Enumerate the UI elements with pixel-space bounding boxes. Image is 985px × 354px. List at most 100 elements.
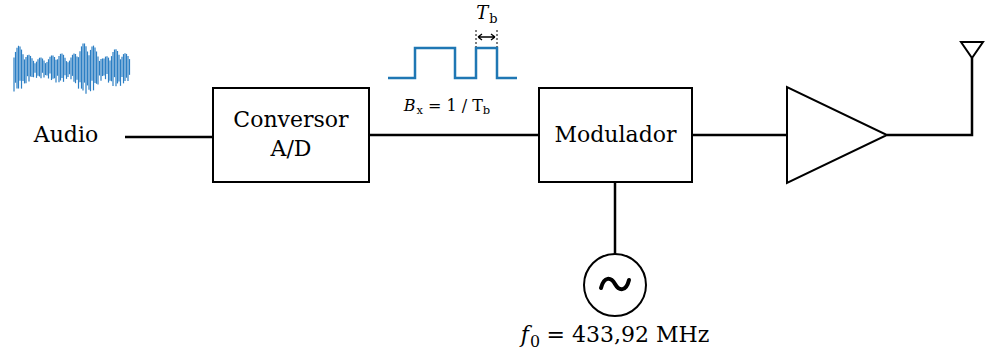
waveform-stroke — [78, 57, 79, 89]
bit-period-label: Tb — [476, 4, 497, 26]
waveform-stroke — [30, 56, 31, 77]
waveform-stroke — [43, 61, 44, 78]
waveform-stroke — [21, 50, 22, 89]
waveform-stroke — [69, 61, 70, 75]
subscript: b — [483, 103, 490, 117]
waveform-stroke — [102, 58, 103, 76]
waveform-stroke — [25, 57, 26, 83]
audio-wire — [125, 136, 212, 139]
tb-tick — [476, 30, 477, 47]
label-text: T — [476, 2, 488, 23]
waveform-stroke — [42, 59, 43, 73]
waveform-stroke — [105, 57, 106, 80]
waveform-stroke — [19, 46, 20, 80]
waveform-stroke — [87, 51, 88, 85]
waveform-stroke — [57, 59, 58, 75]
waveform-stroke — [129, 59, 130, 75]
waveform-stroke — [85, 46, 86, 93]
waveform-stroke — [108, 58, 109, 83]
waveform-stroke — [127, 56, 128, 81]
waveform-stroke — [36, 62, 37, 78]
modulator-box: Modulador — [538, 87, 693, 183]
waveform-stroke — [51, 55, 52, 80]
subscript: 0 — [530, 332, 540, 351]
sine-symbol — [601, 279, 629, 289]
antenna-wire — [887, 58, 972, 135]
waveform-stroke — [70, 57, 71, 79]
waveform-stroke — [73, 53, 74, 81]
oscillator-wire — [614, 183, 617, 254]
waveform-stroke — [27, 55, 28, 76]
waveform-stroke — [55, 60, 56, 83]
waveform-stroke — [90, 50, 91, 91]
waveform-stroke — [124, 53, 125, 81]
label-text: = 433,92 MHz — [547, 322, 710, 347]
oscillator-symbol — [584, 254, 646, 316]
label-text: f — [521, 322, 529, 347]
waveform-stroke — [93, 46, 94, 91]
frequency-label: f0 = 433,92 MHz — [521, 324, 710, 350]
waveform-stroke — [63, 55, 64, 82]
box-label: Modulador — [554, 121, 676, 150]
waveform-stroke — [82, 44, 83, 91]
waveform-stroke — [91, 46, 92, 80]
waveform-stroke — [45, 63, 46, 75]
bandwidth-label: Bx = 1 / Tb — [404, 98, 490, 117]
waveform-stroke — [49, 57, 50, 74]
tb-tick — [497, 30, 498, 47]
waveform-stroke — [72, 55, 73, 76]
waveform-stroke — [88, 55, 89, 89]
input-label: Audio — [34, 124, 98, 146]
digital-signal — [388, 48, 517, 78]
waveform-stroke — [106, 56, 107, 74]
waveform-stroke — [97, 57, 98, 85]
waveform-stroke — [28, 55, 29, 82]
waveform-stroke — [94, 47, 95, 82]
waveform-stroke — [15, 52, 16, 83]
waveform-stroke — [112, 52, 113, 86]
waveform-stroke — [52, 55, 53, 78]
waveform-stroke — [76, 56, 77, 79]
waveform-stroke — [123, 54, 124, 83]
box-label: Conversor A/D — [224, 106, 358, 163]
subscript: b — [489, 11, 497, 26]
waveform-stroke — [13, 57, 14, 91]
waveform-stroke — [118, 55, 119, 82]
modulator-output-wire — [693, 134, 787, 137]
waveform-stroke — [39, 58, 40, 77]
waveform-stroke — [120, 59, 121, 86]
waveform-stroke — [84, 43, 85, 82]
waveform-stroke — [109, 61, 110, 81]
waveform-stroke — [100, 59, 101, 81]
waveform-stroke — [37, 59, 38, 75]
tb-arrow — [478, 34, 495, 40]
waveform-stroke — [126, 54, 127, 78]
waveform-stroke — [111, 56, 112, 81]
waveform-stroke — [75, 54, 76, 83]
waveform-stroke — [121, 57, 122, 77]
label-text: B — [404, 96, 416, 115]
waveform-stroke — [18, 46, 19, 89]
waveform-stroke — [64, 58, 65, 76]
label-text: = 1 / T — [428, 96, 483, 115]
waveform-stroke — [34, 63, 35, 72]
waveform-stroke — [115, 49, 116, 86]
antenna-symbol — [961, 42, 983, 58]
waveform-stroke — [33, 61, 34, 77]
waveform-stroke — [60, 54, 61, 81]
waveform-stroke — [66, 61, 67, 79]
subscript: x — [417, 103, 424, 117]
waveform-stroke — [79, 51, 80, 82]
waveform-stroke — [40, 57, 41, 78]
waveform-stroke — [58, 56, 59, 82]
audio-waveform — [14, 43, 130, 93]
waveform-stroke — [48, 59, 49, 78]
waveform-stroke — [67, 62, 68, 77]
signal-wire — [370, 134, 538, 137]
waveform-stroke — [99, 61, 100, 76]
waveform-stroke — [81, 46, 82, 88]
waveform-stroke — [114, 50, 115, 78]
amplifier-symbol — [787, 87, 887, 183]
